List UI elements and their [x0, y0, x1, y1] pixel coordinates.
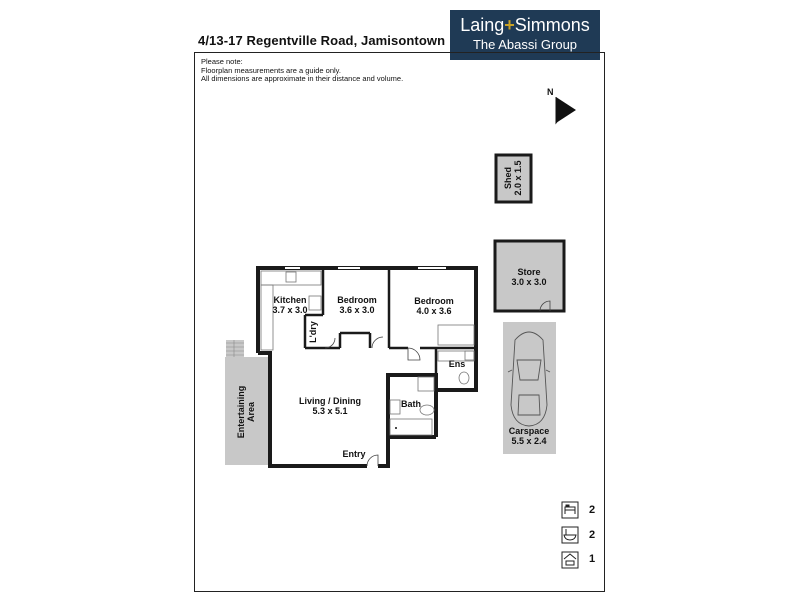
kitchen-name: Kitchen: [273, 295, 306, 305]
ensuite-name: Ens: [449, 359, 466, 369]
carspace-size: 5.5 x 2.4: [511, 436, 546, 446]
agency-group: The Abassi Group: [472, 37, 578, 52]
carspace-name: Carspace: [509, 426, 550, 436]
entertaining-area-fill: [225, 357, 269, 465]
notes-title: Please note:: [201, 57, 243, 66]
shed-size: 2.0 x 1.5: [513, 160, 523, 195]
bath-name: Bath: [401, 399, 421, 409]
entertaining-label-group: Entertaining Area: [236, 386, 256, 439]
disclaimer-notes: Please note: Floorplan measurements are …: [201, 57, 404, 84]
floorplan-frame: [194, 52, 605, 592]
bedrooms-count: 2: [589, 504, 596, 516]
bedroom-1-size: 3.6 x 3.0: [339, 305, 374, 315]
store-door: [539, 300, 551, 312]
parking-count: 1: [589, 553, 596, 565]
store-outline: [493, 239, 566, 313]
shed-label-group: Shed 2.0 x 1.5: [503, 160, 523, 195]
north-compass-icon: N: [547, 87, 576, 125]
garage-icon: [561, 551, 579, 569]
bath-fixtures: [389, 376, 435, 436]
bedroom-2-size: 4.0 x 3.6: [416, 306, 451, 316]
compass-label: N: [547, 87, 554, 97]
bathrooms-count: 2: [589, 529, 596, 541]
bath-icon: [561, 526, 579, 544]
notes-line-1: Floorplan measurements are a guide only.: [201, 65, 341, 75]
notes-line-2: All dimensions are approximate in their …: [201, 74, 404, 84]
entertaining-line-2: Area: [246, 401, 256, 422]
interior-walls: [303, 268, 476, 437]
door-swings: [324, 336, 421, 467]
bed-icon: [561, 501, 579, 519]
bath-drain: [395, 427, 397, 429]
car-icon: [507, 331, 551, 427]
store-size: 3.0 x 3.0: [511, 277, 546, 287]
bedroom-2-name: Bedroom: [414, 296, 454, 306]
living-size: 5.3 x 5.1: [312, 406, 347, 416]
kitchen-size: 3.7 x 3.0: [272, 305, 307, 315]
agency-logo: Laing+Simmons The Abassi Group: [450, 10, 600, 60]
bedroom-1-name: Bedroom: [337, 295, 377, 305]
ensuite-fixtures: [437, 324, 475, 385]
entry-name: Entry: [342, 449, 365, 459]
laundry-name: L'dry: [308, 321, 318, 343]
living-name: Living / Dining: [299, 396, 361, 406]
steps-lines: [226, 340, 244, 357]
agency-name: Laing+Simmons: [460, 15, 590, 35]
property-address: 4/13-17 Regentville Road, Jamisontown: [198, 33, 446, 48]
shed-outline: [494, 153, 533, 204]
entertaining-steps: [226, 340, 244, 357]
kitchen-fixtures: [260, 270, 322, 351]
entertaining-line-1: Entertaining: [236, 386, 246, 439]
store-name: Store: [517, 267, 540, 277]
shed-name: Shed: [503, 167, 513, 189]
